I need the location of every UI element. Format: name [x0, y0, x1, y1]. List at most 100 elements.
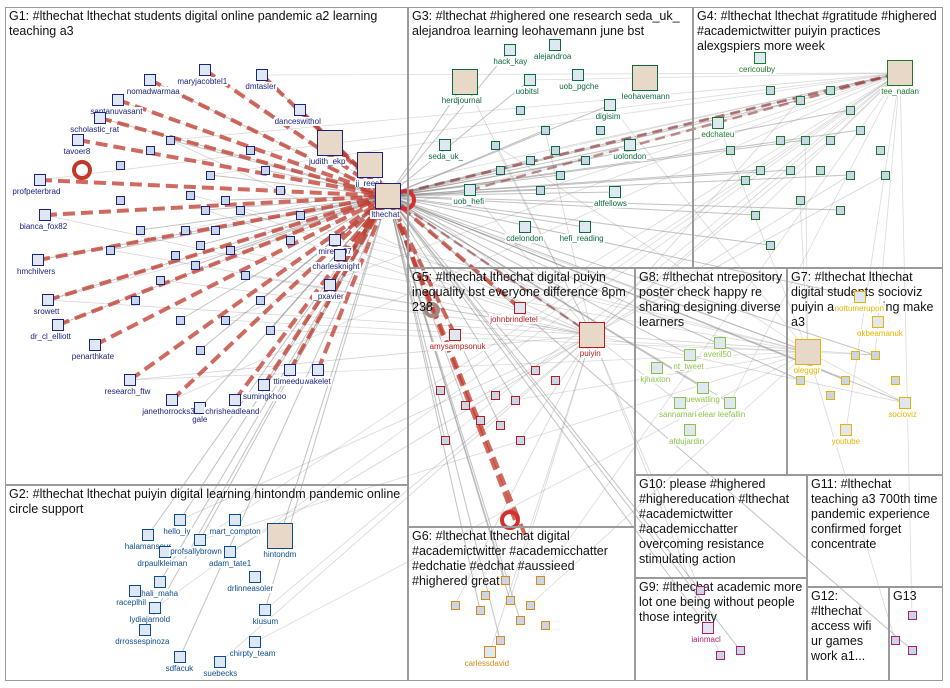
node-label: suewatling — [681, 395, 721, 404]
minor-node — [221, 316, 230, 325]
node-label: johnbrindletel — [489, 315, 539, 324]
minor-node — [511, 396, 520, 405]
node-label: uolondon — [612, 152, 648, 161]
edge — [807, 351, 896, 641]
edge — [179, 334, 593, 521]
node-label: chrisheadleand — [204, 407, 261, 416]
minor-node — [171, 251, 180, 260]
node-label: socioviz — [887, 410, 918, 419]
group-label-g9: G9: #lthechat academic more lot one bein… — [639, 580, 803, 624]
edge — [804, 139, 809, 353]
node-penarthkate — [89, 339, 101, 351]
node-drrossespinoza — [139, 624, 151, 636]
edge — [37, 194, 389, 262]
node-dmtasler — [256, 69, 268, 81]
edge — [387, 195, 801, 381]
edge — [288, 195, 390, 371]
node-chrisheadleand — [229, 394, 241, 406]
minor-node — [286, 236, 295, 245]
group-label-g3: G3: #lthechat #highered one research sed… — [412, 9, 680, 38]
edge — [444, 72, 901, 441]
minor-node — [826, 86, 835, 95]
minor-node — [841, 376, 850, 385]
node-label: hali_maha — [140, 589, 180, 598]
edge — [387, 194, 593, 337]
node-chirpty_team — [249, 636, 261, 648]
minor-node — [276, 186, 285, 195]
group-box-g1: G1: #lthechat lthechat students digital … — [5, 7, 408, 485]
minor-node — [266, 326, 275, 335]
node-label: dmtasler — [244, 82, 278, 91]
edge — [387, 195, 741, 651]
edge — [149, 78, 389, 198]
minor-node — [436, 386, 445, 395]
minor-node — [491, 391, 500, 400]
node-uob_pgche — [572, 69, 584, 81]
node-cericoulby — [754, 52, 766, 64]
edge — [387, 195, 691, 356]
node-label: chirpty_team — [228, 649, 277, 658]
edge — [154, 72, 901, 609]
node-label: drlinneasoler — [226, 584, 275, 593]
node-label: suebecks — [202, 669, 239, 678]
minor-node — [796, 96, 805, 105]
node-label: bianca_fox82 — [18, 222, 69, 231]
node-carlessdavid — [484, 646, 496, 658]
edge — [279, 195, 389, 537]
minor-node — [908, 646, 917, 655]
node-olegggr — [795, 339, 821, 365]
node-label: edchateu — [700, 130, 736, 139]
edge — [439, 72, 901, 391]
node-label: puiyin — [578, 349, 602, 358]
group-box-g10: G10: please #highered #highereducation #… — [635, 475, 807, 578]
minor-node — [451, 601, 460, 610]
node-maryjacobtel1 — [199, 64, 211, 76]
edge — [591, 334, 906, 404]
edge — [529, 72, 901, 81]
node-sumingkhoo — [258, 379, 270, 391]
edge — [39, 178, 389, 198]
group-box-g2: G2: #lthechat lthechat puiyin digital le… — [5, 485, 408, 681]
node-amysampsonuk — [449, 329, 461, 341]
minor-node — [908, 611, 917, 620]
minor-node — [506, 596, 515, 605]
minor-node — [551, 146, 560, 155]
group-box-g8: G8: #lthechat ntrepository poster check … — [635, 268, 787, 475]
minor-node — [526, 601, 535, 610]
node-label: charlesknight — [311, 262, 361, 271]
minor-node — [851, 351, 860, 360]
edge — [387, 169, 761, 197]
node-label: nottumerupon — [833, 304, 885, 313]
edge — [387, 195, 501, 641]
node-raceplhil — [129, 585, 141, 597]
minor-node — [541, 126, 550, 135]
edge — [99, 116, 389, 198]
minor-node — [551, 376, 560, 385]
edge — [591, 334, 701, 591]
node-label: carlessdavid — [463, 659, 511, 668]
minor-node — [186, 191, 195, 200]
node-kjhaxton — [651, 362, 663, 374]
minor-node — [536, 576, 545, 585]
edge — [899, 72, 913, 616]
edge — [387, 195, 846, 381]
minor-node — [496, 636, 505, 645]
edge — [219, 334, 593, 663]
node-label: afdujardin — [668, 437, 706, 446]
node-suebecks — [214, 656, 226, 668]
node-label: averil50 — [702, 350, 733, 359]
edge — [387, 195, 521, 621]
minor-node — [726, 146, 735, 155]
edge — [387, 191, 616, 197]
edge — [159, 195, 389, 583]
edge — [387, 195, 809, 353]
node-adam_tate1 — [224, 546, 236, 558]
minor-node — [826, 391, 835, 400]
edge — [159, 279, 593, 336]
node-mirena07 — [329, 234, 341, 246]
node-uob_hefi — [464, 184, 476, 196]
group-label-g8: G8: #lthechat ntrepository poster check … — [639, 270, 783, 329]
minor-node — [146, 146, 155, 155]
minor-node — [211, 226, 220, 235]
edge — [244, 274, 593, 336]
